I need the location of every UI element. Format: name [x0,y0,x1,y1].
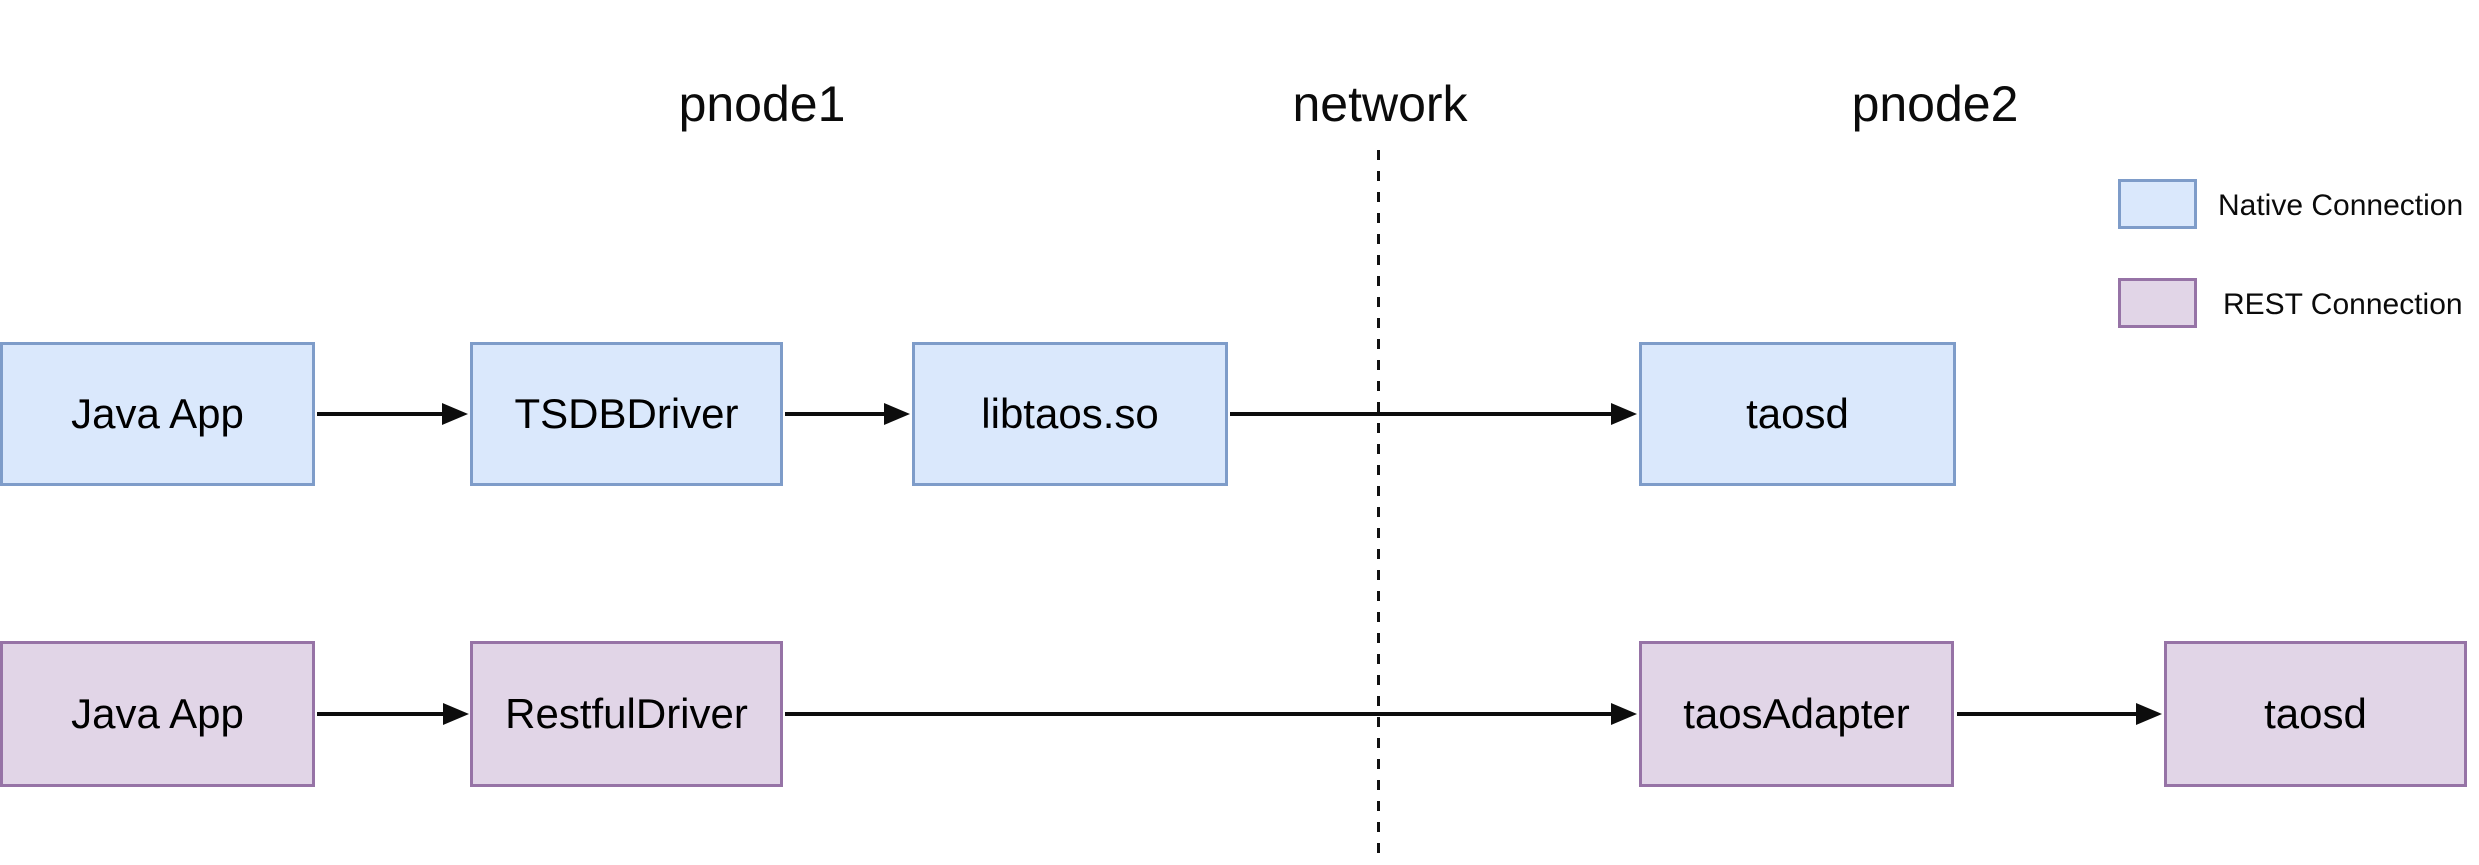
node-label: taosAdapter [1683,690,1910,737]
arrow-javaapp-to-tsdbdriver [317,412,442,416]
node-label: TSDBDriver [514,390,739,437]
node-libtaos-so: libtaos.so [912,342,1228,486]
legend-native-swatch [2118,179,2197,229]
legend-rest-label: REST Connection [2223,288,2463,321]
node-taosadapter: taosAdapter [1639,641,1954,787]
arrow-restfuldriver-to-taosadapter [785,712,1611,716]
node-tsdbdriver: TSDBDriver [470,342,783,486]
node-label: Java App [71,390,244,437]
node-java-app-native: Java App [0,342,315,486]
node-label: Java App [71,690,244,737]
node-label: RestfulDriver [505,690,748,737]
node-label: libtaos.so [981,390,1159,437]
arrow-javaapp-to-restfuldriver [317,712,443,716]
node-label: taosd [2264,690,2367,737]
legend-rest-swatch [2118,278,2197,328]
arrow-tsdbdriver-to-libtaos [785,412,884,416]
arrow-libtaos-to-taosd [1230,412,1611,416]
node-label: taosd [1746,390,1849,437]
node-taosd-native: taosd [1639,342,1956,486]
node-taosd-rest: taosd [2164,641,2467,787]
zone-label-network: network [1292,76,1468,132]
network-divider-dashed-line [1377,150,1380,862]
zone-label-pnode2: pnode2 [1851,76,2019,132]
node-java-app-rest: Java App [0,641,315,787]
node-restfuldriver: RestfulDriver [470,641,783,787]
arrow-taosadapter-to-taosd [1957,712,2136,716]
zone-label-pnode1: pnode1 [678,76,846,132]
legend-native-label: Native Connection [2218,189,2464,222]
